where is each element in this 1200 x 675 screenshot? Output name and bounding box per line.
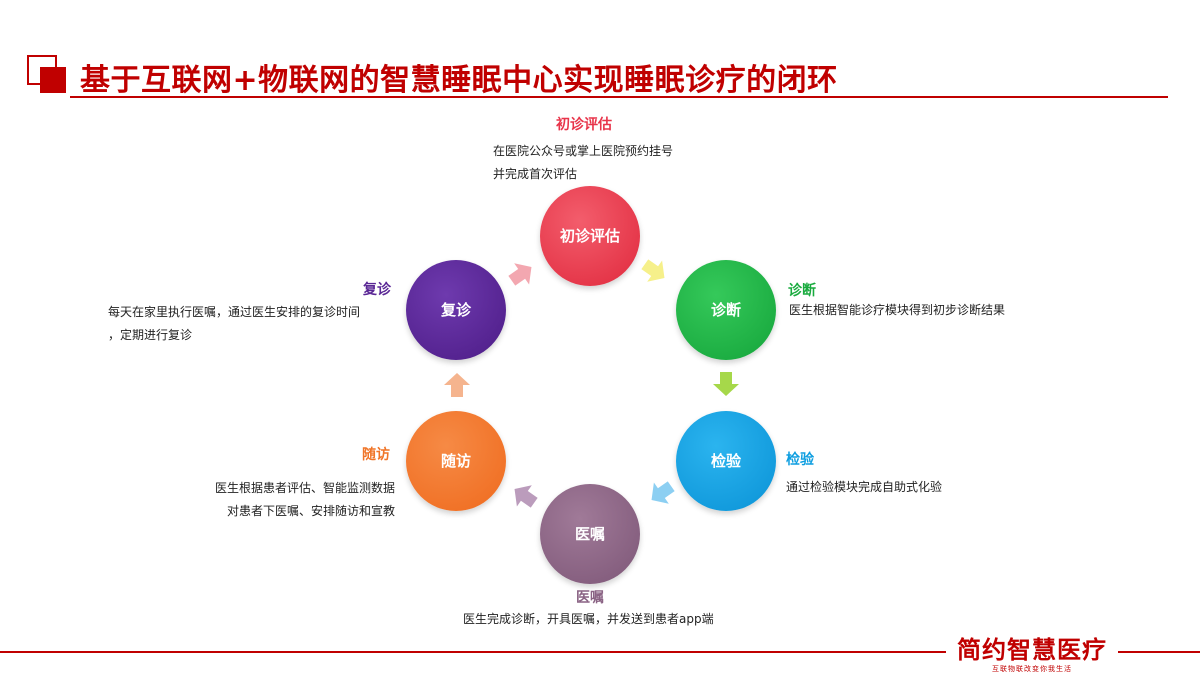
node-yizhu-text: 医嘱 bbox=[574, 525, 605, 543]
desc-fuzhen: 每天在家里执行医嘱，通过医生安排的复诊时间 ，定期进行复诊 bbox=[108, 301, 360, 347]
footer-divider bbox=[0, 651, 946, 653]
title-marker-icon bbox=[27, 55, 67, 95]
node-jianyan-text: 检验 bbox=[710, 452, 741, 470]
desc-zhenduan-line: 医生根据智能诊疗模块得到初步诊断结果 bbox=[789, 303, 1006, 317]
node-chuzhen-pinggu: 初诊评估 bbox=[540, 186, 640, 286]
arrow-jianyan-to-yizhu bbox=[651, 481, 675, 504]
arrow-chuzhen-to-zhenduan bbox=[641, 259, 665, 282]
label-suifang: 随访 bbox=[362, 447, 390, 463]
desc-fuzhen-line: 每天在家里执行医嘱，通过医生安排的复诊时间 bbox=[108, 305, 361, 319]
desc-jianyan-line: 通过检验模块完成自助式化验 bbox=[786, 480, 943, 494]
node-fuzhen-text: 复诊 bbox=[440, 301, 471, 319]
desc-chuzhen-line: 在医院公众号或掌上医院预约挂号 bbox=[493, 144, 674, 158]
brand-name: 简约智慧医疗 bbox=[957, 636, 1107, 664]
arrow-zhenduan-to-jianyan bbox=[713, 372, 739, 396]
desc-suifang-line: 医生根据患者评估、智能监测数据 bbox=[214, 481, 395, 495]
arrow-suifang-to-fuzhen bbox=[444, 373, 470, 397]
node-jianyan: 检验 bbox=[676, 411, 776, 511]
label-yizhu: 医嘱 bbox=[576, 590, 604, 606]
node-zhenduan-text: 诊断 bbox=[710, 301, 741, 319]
page-title: 基于互联网+物联网的智慧睡眠中心实现睡眠诊疗的闭环 bbox=[80, 63, 838, 98]
node-zhenduan: 诊断 bbox=[676, 260, 776, 360]
arrow-fuzhen-to-chuzhen bbox=[508, 263, 532, 286]
footer-divider-right bbox=[1118, 651, 1200, 653]
arrow-yizhu-to-suifang bbox=[514, 485, 538, 508]
desc-suifang: 医生根据患者评估、智能监测数据 对患者下医嘱、安排随访和宣教 bbox=[190, 477, 395, 523]
label-chuzhen: 初诊评估 bbox=[556, 117, 612, 133]
desc-fuzhen-line: ，定期进行复诊 bbox=[108, 328, 193, 342]
node-chuzhen-text: 初诊评估 bbox=[559, 227, 620, 245]
desc-chuzhen-line: 并完成首次评估 bbox=[493, 167, 578, 181]
desc-yizhu: 医生完成诊断，开具医嘱，并发送到患者app端 bbox=[463, 608, 714, 631]
brand-slogan: 互联物联改变你我生活 bbox=[992, 665, 1072, 673]
node-suifang-text: 随访 bbox=[440, 452, 471, 470]
desc-chuzhen: 在医院公众号或掌上医院预约挂号 并完成首次评估 bbox=[493, 140, 673, 186]
node-fuzhen: 复诊 bbox=[406, 260, 506, 360]
desc-yizhu-line: 医生完成诊断，开具医嘱，并发送到患者app端 bbox=[463, 612, 714, 626]
brand-logo: 简约智慧医疗 互联物联改变你我生活 bbox=[946, 636, 1118, 674]
node-suifang: 随访 bbox=[406, 411, 506, 511]
label-zhenduan: 诊断 bbox=[788, 283, 816, 299]
label-jianyan: 检验 bbox=[786, 452, 814, 468]
node-yizhu: 医嘱 bbox=[540, 484, 640, 584]
desc-zhenduan: 医生根据智能诊疗模块得到初步诊断结果 bbox=[789, 299, 1005, 322]
title-divider bbox=[70, 96, 1168, 98]
label-fuzhen: 复诊 bbox=[363, 282, 391, 298]
desc-suifang-line: 对患者下医嘱、安排随访和宣教 bbox=[226, 504, 395, 518]
desc-jianyan: 通过检验模块完成自助式化验 bbox=[786, 476, 942, 499]
